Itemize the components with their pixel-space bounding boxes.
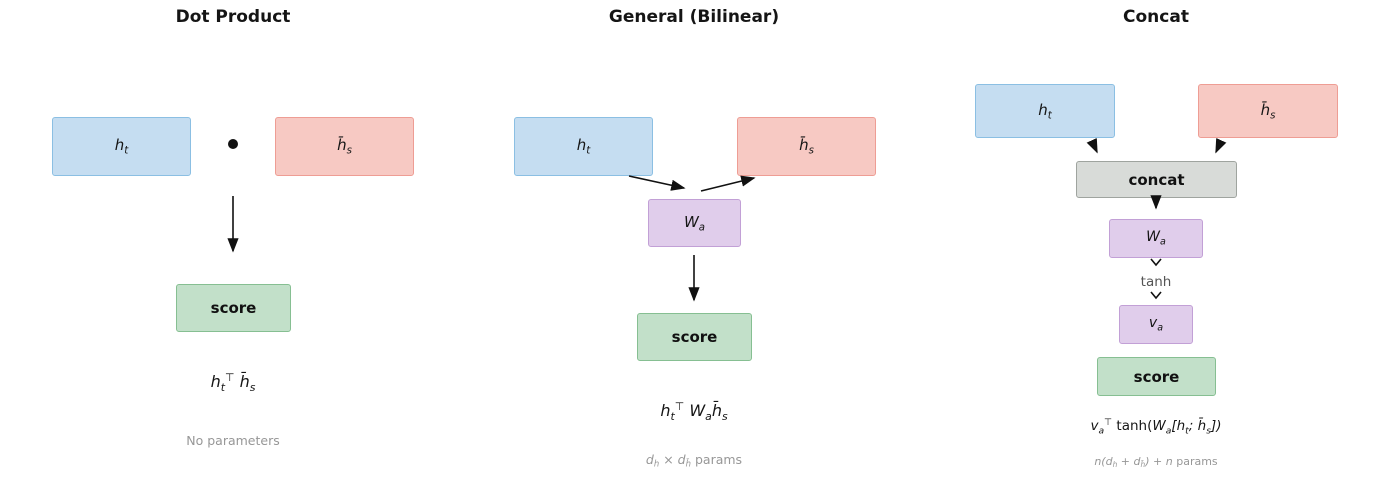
score-box: score: [176, 284, 291, 332]
hs-box: h̄s: [737, 117, 876, 176]
score-label: score: [210, 299, 257, 317]
panel-title-general-bilinear: General (Bilinear): [608, 7, 780, 27]
score-box: score: [637, 313, 752, 361]
ht-label: ht: [114, 136, 129, 157]
arrow-diagonal-icon: [1215, 138, 1227, 154]
ht-label: ht: [1038, 100, 1052, 122]
ht-box: ht: [514, 117, 653, 176]
panel-title-concat: Concat: [1123, 7, 1189, 27]
hs-box: h̄s: [275, 117, 414, 176]
wa-box: Wa: [648, 199, 741, 247]
tanh-label: tanh: [1140, 274, 1172, 290]
wa-label: Wa: [1146, 229, 1166, 248]
concat-label: concat: [1128, 170, 1185, 189]
score-label: score: [671, 328, 718, 346]
panel-title-dot-product: Dot Product: [175, 7, 291, 27]
arrow-diagonal-icon: [700, 175, 756, 192]
chevron-down-icon: [1150, 258, 1162, 267]
chevron-down-icon: [1150, 291, 1162, 300]
ht-box: ht: [52, 117, 191, 176]
concat-params: n(dh + dh̄) + n params: [1094, 455, 1218, 470]
dot-product-params: No parameters: [186, 433, 280, 448]
hs-box: h̄s: [1198, 84, 1338, 138]
score-label: score: [1133, 367, 1180, 386]
arrow-diagonal-icon: [628, 175, 686, 191]
hs-label: h̄s: [337, 136, 352, 157]
ht-label: ht: [576, 136, 591, 157]
ht-box: ht: [975, 84, 1115, 138]
dot-operator-icon: [228, 139, 238, 149]
wa-box: Wa: [1109, 219, 1203, 258]
concat-box: concat: [1076, 161, 1237, 198]
concat-formula: va⊤ tanh(Wa[ht; h̄s]): [1090, 417, 1222, 437]
bilinear-params: dh × dh̄ params: [645, 452, 743, 470]
dot-product-formula: ht⊤ h̄s: [210, 371, 256, 394]
va-box: va: [1119, 305, 1193, 344]
hs-label: h̄s: [799, 136, 814, 157]
wa-label: Wa: [683, 212, 706, 234]
bilinear-formula: ht⊤ Wah̄s: [660, 400, 728, 423]
score-box: score: [1097, 357, 1216, 396]
arrow-diagonal-icon: [1086, 138, 1098, 154]
hs-label: h̄s: [1260, 100, 1276, 122]
va-label: va: [1148, 315, 1164, 334]
